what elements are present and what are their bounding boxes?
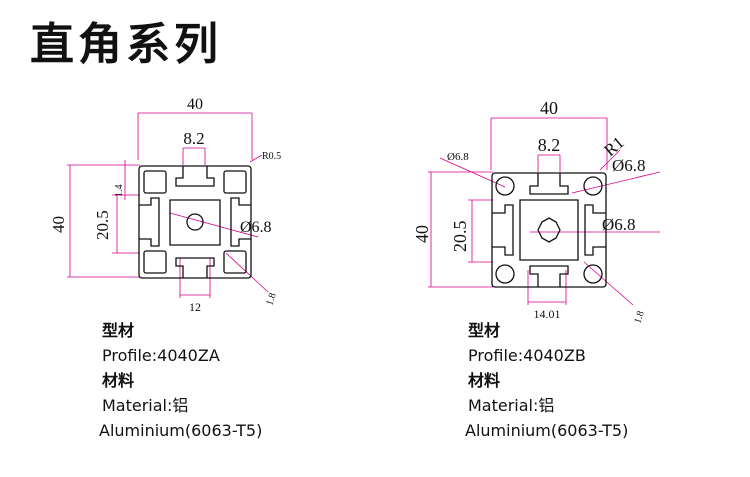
profile-cn-label: 型材 <box>468 321 501 340</box>
half-dim-left: 20.5 <box>93 210 112 240</box>
dimension-lines-right <box>428 117 661 306</box>
material-label: Material:铝 <box>102 396 189 415</box>
height-dim-right: 40 <box>412 225 432 243</box>
thickness-dim-right: 1.8 <box>632 310 646 325</box>
hole-tl-dim-right: Ø6.8 <box>447 151 469 163</box>
slot-dim-right: 8.2 <box>538 135 561 155</box>
profile-4040zb-drawing: 40 8.2 Ø6.8 R1 Ø6.8 Ø6.8 14.01 1.8 40 20… <box>412 98 661 325</box>
width-dim-right: 40 <box>540 98 558 118</box>
profile-label: Profile:4040ZA <box>102 346 220 365</box>
alloy-label: Aluminium(6063-T5) <box>99 421 263 440</box>
half-dim-right: 20.5 <box>450 221 470 253</box>
hole-dim-left: Ø6.8 <box>240 219 272 236</box>
spec-block-right: 型材 Profile:4040ZB 材料 Material:铝 Aluminiu… <box>465 318 629 443</box>
radius-dim-left: R0.5 <box>262 151 281 162</box>
width-dim-left: 40 <box>187 96 203 113</box>
profile-label: Profile:4040ZB <box>468 346 586 365</box>
profile-outline-right <box>491 172 607 288</box>
bottom-dim-right: 14.01 <box>534 307 561 321</box>
material-label: Material:铝 <box>468 396 555 415</box>
dimension-lines-left <box>67 112 269 298</box>
page-title: 直角系列 <box>30 19 222 70</box>
hole-dim-right: Ø6.8 <box>602 215 636 234</box>
thickness-dim-left: 1.8 <box>264 292 278 307</box>
wall-dim-left: 1.4 <box>114 185 125 198</box>
profile-4040za-drawing: 40 8.2 R0.5 Ø6.8 12 1.8 1.4 40 20.5 <box>49 96 281 314</box>
profile-outline-left <box>138 165 252 279</box>
slot-dim-left: 8.2 <box>183 129 204 148</box>
alloy-label: Aluminium(6063-T5) <box>465 421 629 440</box>
material-cn-label: 材料 <box>468 371 501 390</box>
spec-block-left: 型材 Profile:4040ZA 材料 Material:铝 Aluminiu… <box>99 318 263 443</box>
bottom-dim-left: 12 <box>189 300 201 314</box>
profile-cn-label: 型材 <box>102 321 135 340</box>
height-dim-left: 40 <box>49 216 68 233</box>
material-cn-label: 材料 <box>102 371 135 390</box>
hole-tr-dim-right: Ø6.8 <box>612 156 646 175</box>
